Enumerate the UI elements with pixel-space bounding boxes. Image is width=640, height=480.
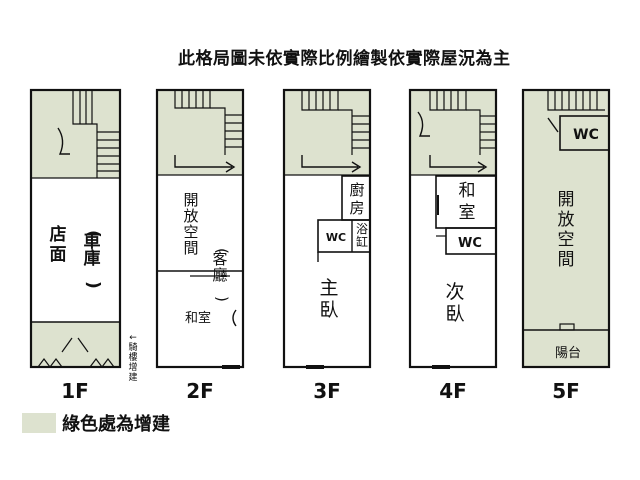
arrow-2f <box>174 155 236 173</box>
floor-plan-3f <box>282 88 372 369</box>
arcade-addition-note: ←騎樓增建 <box>128 333 137 383</box>
room-label-second-bedroom: 次臥 <box>445 281 464 325</box>
floor-plan-4f <box>408 88 498 369</box>
staircase-4f <box>429 90 496 155</box>
floor-label-1f: 1F <box>61 379 89 403</box>
wc-4f <box>445 227 497 255</box>
door-2f <box>232 309 237 327</box>
rolling-door-1f <box>37 358 63 368</box>
staircase-3f <box>301 90 370 155</box>
room-label-wc-5f: WC <box>573 127 599 143</box>
staircase-1f <box>72 90 120 178</box>
legend: 綠色處為增建 <box>22 410 170 436</box>
addition-area-2f-back <box>157 90 243 175</box>
staircase-2f <box>174 90 243 155</box>
door-4f-back <box>417 111 430 137</box>
disclaimer-note: 此格局圖未依實際比例繪製依實際屋況為主 <box>178 49 511 69</box>
wc-5f <box>559 115 610 151</box>
door-5f <box>547 117 559 133</box>
floor-label-4f: 4F <box>439 379 467 403</box>
room-label-wc-4f: WC <box>458 236 482 251</box>
floor-label-2f: 2F <box>186 379 214 403</box>
arrow-3f <box>301 155 362 173</box>
legend-label: 綠色處為增建 <box>62 414 170 435</box>
floor-plan-2f <box>155 88 245 369</box>
legend-swatch <box>22 413 56 433</box>
addition-area-1f-front <box>31 322 120 367</box>
room-label-garage: (車庫) <box>83 230 103 289</box>
floor-label-3f: 3F <box>313 379 341 403</box>
staircase-5f <box>547 90 605 111</box>
room-label-bathtub: 浴缸 <box>356 222 368 249</box>
room-label-wc-3f: WC <box>326 231 346 244</box>
door-1f-back <box>57 127 70 155</box>
outline-2f <box>155 88 245 369</box>
addition-area-5f <box>523 90 609 367</box>
room-label-storefront: 店面 <box>50 224 67 265</box>
room-label-washitsu-4f: 和室 <box>459 181 476 223</box>
room-label-open-space-5f: 開放空間 <box>558 190 575 270</box>
arrow-4f <box>429 155 488 173</box>
room-label-washitsu-2f: 和室 <box>185 310 211 326</box>
outline-5f <box>521 88 611 369</box>
room-label-open-space-2f: 開放空間 <box>183 191 198 257</box>
floor-label-5f: 5F <box>552 379 580 403</box>
floor-plan-1f <box>29 88 122 369</box>
room-label-living-room: (客廳) <box>212 248 231 302</box>
addition-area-1f-back <box>31 90 120 178</box>
outline-1f <box>29 88 122 369</box>
bath-3f <box>317 219 371 253</box>
floor-plan-5f <box>521 88 611 369</box>
room-label-balcony: 陽台 <box>555 346 581 361</box>
room-label-kitchen: 廚房 <box>349 181 364 217</box>
room-label-master-bedroom: 主臥 <box>319 277 338 321</box>
